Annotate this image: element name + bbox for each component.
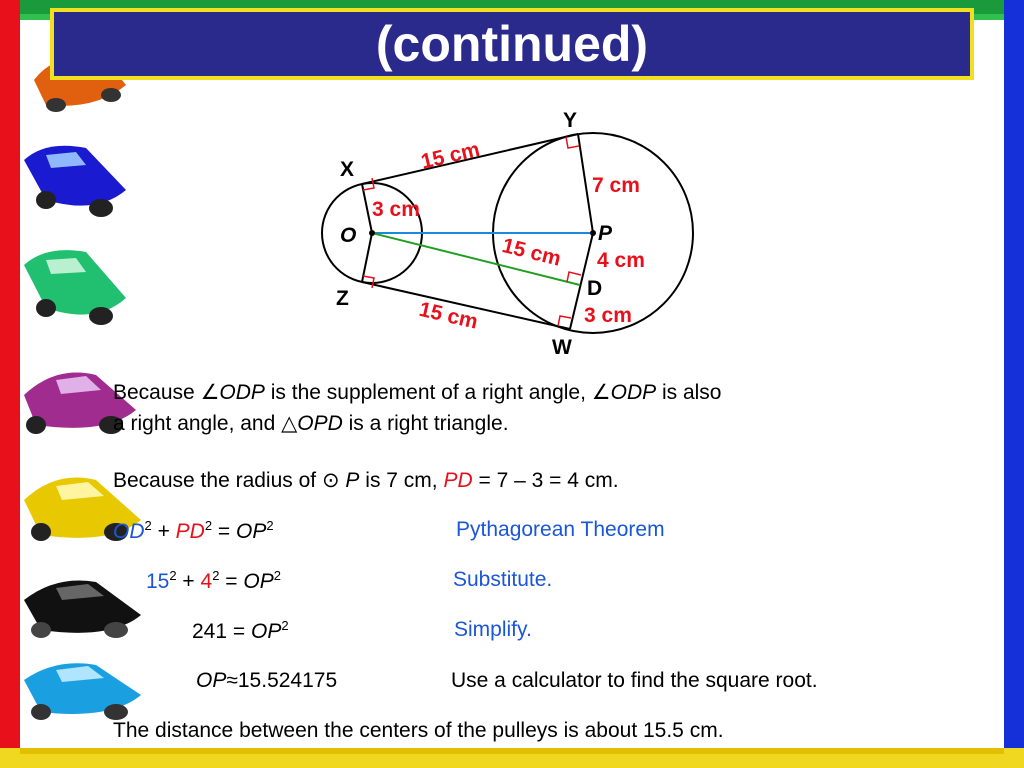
point-p: [590, 230, 596, 236]
point-o: [369, 230, 375, 236]
value-241: 241: [192, 620, 228, 643]
right-angle-x: [362, 177, 375, 191]
right-angle-y: [565, 136, 580, 149]
angle-symbol: ∠: [200, 381, 220, 404]
segment-od: [371, 232, 581, 286]
text-fragment: is also: [656, 381, 722, 404]
value-15: 15: [146, 570, 170, 593]
reason-step-4: Use a calculator to find the square root…: [451, 669, 818, 692]
label-p: P: [598, 222, 613, 245]
text-fragment: Because: [113, 381, 201, 404]
car-blue-icon: [24, 145, 126, 217]
approx-symbol: ≈: [226, 669, 238, 692]
term-op: OP: [236, 520, 267, 543]
equation-step-4: OP≈15.524175: [196, 669, 337, 693]
decorative-cars: [24, 57, 141, 720]
car-black-icon: [24, 580, 141, 638]
value-op: 15.524175: [237, 669, 338, 692]
explanation-line-3: Because the radius of ⊙ P is 7 cm, PD = …: [113, 468, 619, 493]
label-pd-length: 4 cm: [597, 249, 645, 272]
exponent: 2: [169, 568, 177, 583]
reason-step-1: Pythagorean Theorem: [456, 518, 665, 541]
circle-name: P: [345, 469, 360, 492]
circle-symbol: ⊙: [321, 469, 340, 492]
equation-step-1: OD2 + PD2 = OP2: [113, 518, 274, 544]
tangent-xy: [361, 133, 579, 185]
car-purple-icon: [24, 372, 136, 434]
angle-name: ODP: [219, 381, 265, 404]
segment-py: [577, 133, 594, 234]
label-xy-length: 15 cm: [419, 138, 482, 174]
label-large-radius: 7 cm: [592, 174, 640, 197]
segment-pw: [569, 232, 594, 330]
exponent: 2: [144, 518, 152, 533]
operator: +: [151, 520, 176, 543]
angle-name: ODP: [610, 381, 657, 404]
segment-oz: [361, 232, 373, 283]
text-fragment: is a right triangle.: [342, 412, 509, 435]
equation-step-2: 152 + 42 = OP2: [146, 568, 281, 594]
label-zw-length: 15 cm: [417, 298, 480, 334]
tangent-zw: [361, 281, 571, 330]
exponent: 2: [266, 518, 274, 533]
frame-bottom-stripe: [20, 748, 1004, 754]
title-bar: (continued): [50, 8, 974, 80]
text-fragment: = 7 – 3 = 4 cm.: [472, 469, 619, 492]
text-fragment: is the supplement of a right angle,: [264, 381, 592, 404]
text-fragment: is 7 cm,: [359, 469, 444, 492]
label-y: Y: [563, 109, 577, 132]
right-angle-z: [362, 275, 375, 289]
term-op: OP: [250, 620, 282, 643]
text-fragment: a right angle, and: [113, 412, 282, 435]
frame-right: [1004, 0, 1024, 768]
angle-symbol: ∠: [591, 381, 611, 404]
right-angle-w: [557, 315, 572, 327]
exponent: 2: [212, 568, 220, 583]
segment-name: PD: [443, 469, 473, 492]
explanation-line-1: Because ∠ODP is the supplement of a righ…: [113, 380, 721, 405]
car-cyan-icon: [24, 663, 141, 720]
operator: =: [227, 620, 251, 643]
term-od: OD: [113, 520, 145, 543]
label-dw-length: 3 cm: [584, 304, 632, 327]
label-small-radius: 3 cm: [372, 198, 420, 221]
exponent: 2: [273, 568, 281, 583]
segment-ox: [361, 183, 373, 234]
equation-step-3: 241 = OP2: [192, 618, 289, 644]
reason-step-3: Simplify.: [454, 618, 532, 641]
operator: =: [212, 520, 237, 543]
text-fragment: Because the radius of: [113, 469, 322, 492]
label-o: O: [340, 224, 356, 247]
triangle-symbol: △: [281, 412, 298, 435]
label-x: X: [340, 158, 354, 181]
term-op: OP: [243, 570, 274, 593]
explanation-line-2: a right angle, and △OPD is a right trian…: [113, 411, 509, 436]
exponent: 2: [204, 518, 213, 533]
pulley-diagram: X Y O P Z D W 15 cm 15 cm 15 cm 3 cm 7 c…: [321, 109, 694, 359]
car-green-icon: [24, 250, 126, 325]
frame-left: [0, 0, 20, 768]
reason-step-2: Substitute.: [453, 568, 553, 591]
conclusion-text: The distance between the centers of the …: [113, 719, 724, 742]
right-angle-d: [566, 271, 582, 283]
label-d: D: [587, 277, 602, 300]
label-w: W: [552, 336, 572, 359]
label-od-length: 15 cm: [500, 234, 563, 271]
operator: +: [176, 570, 201, 593]
label-z: Z: [336, 287, 349, 310]
car-yellow-icon: [24, 477, 141, 541]
exponent: 2: [281, 618, 289, 633]
term-pd: PD: [175, 520, 205, 543]
value-4: 4: [200, 570, 213, 593]
triangle-name: OPD: [297, 412, 343, 435]
term-op: OP: [196, 669, 227, 692]
operator: =: [219, 570, 244, 593]
page-title: (continued): [375, 16, 649, 72]
